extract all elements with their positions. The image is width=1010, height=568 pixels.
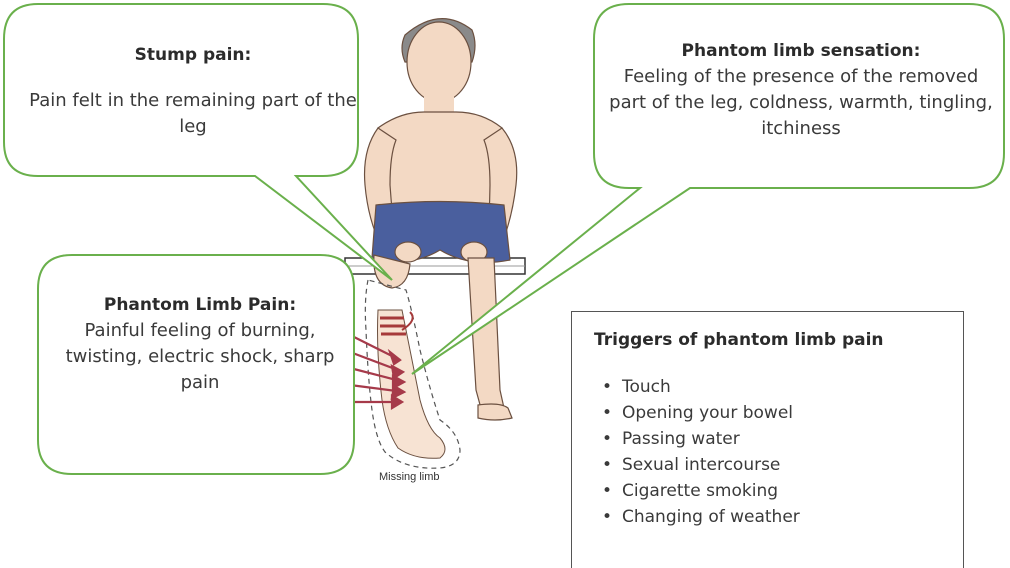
trigger-item: Changing of weather xyxy=(594,504,800,530)
triggers-list: Touch Opening your bowel Passing water S… xyxy=(594,374,800,530)
phantom-sensation-callout: Phantom limb sensation: Feeling of the p… xyxy=(606,38,996,142)
triggers-panel: Triggers of phantom limb pain Touch Open… xyxy=(571,311,964,568)
phantom-pain-title: Phantom Limb Pain: xyxy=(55,292,345,318)
stump-pain-callout: Stump pain: Pain felt in the remaining p… xyxy=(28,42,358,140)
trigger-item: Opening your bowel xyxy=(594,400,800,426)
phantom-sensation-title: Phantom limb sensation: xyxy=(606,38,996,64)
trigger-item: Touch xyxy=(594,374,800,400)
phantom-pain-callout: Phantom Limb Pain: Painful feeling of bu… xyxy=(55,292,345,396)
triggers-title: Triggers of phantom limb pain xyxy=(594,330,884,350)
trigger-item: Cigarette smoking xyxy=(594,478,800,504)
trigger-item: Passing water xyxy=(594,426,800,452)
phantom-pain-description: Painful feeling of burning, twisting, el… xyxy=(55,318,345,396)
stump-pain-description: Pain felt in the remaining part of the l… xyxy=(28,88,358,140)
phantom-sensation-description: Feeling of the presence of the removed p… xyxy=(606,64,996,142)
missing-limb-label: Missing limb xyxy=(379,471,440,483)
stump-pain-title: Stump pain: xyxy=(28,42,358,68)
trigger-item: Sexual intercourse xyxy=(594,452,800,478)
